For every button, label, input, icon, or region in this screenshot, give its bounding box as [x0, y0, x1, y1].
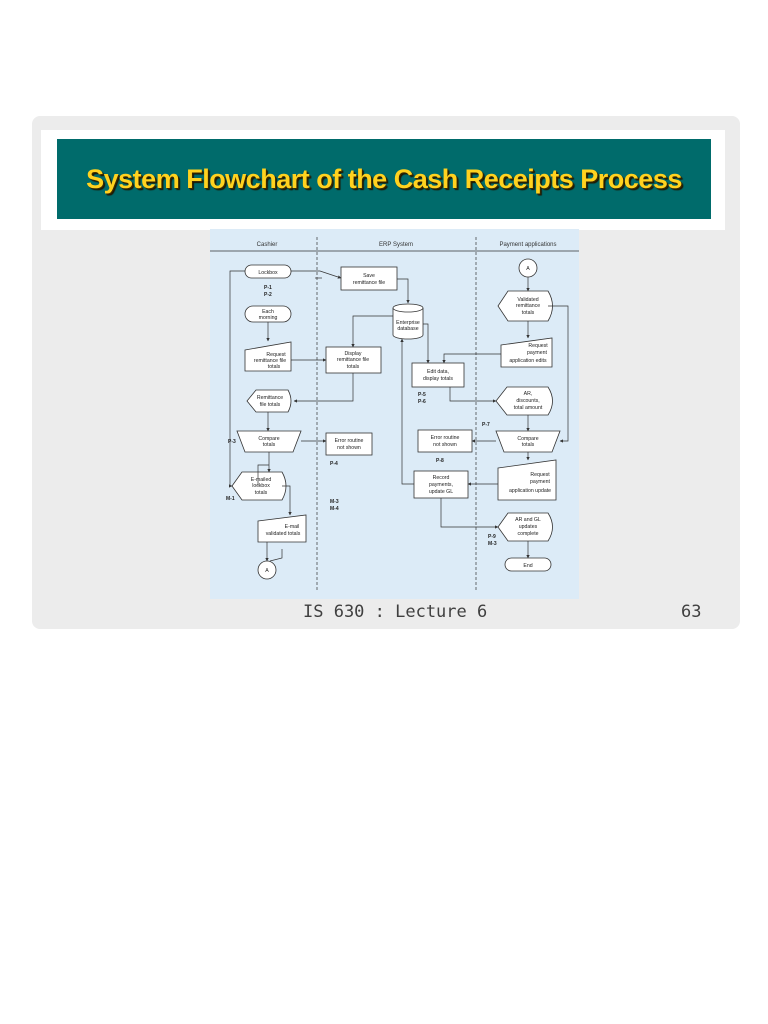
- enterprise-database: Enterprise database: [392, 303, 424, 340]
- compare-totals-left-operation: Compare totals: [236, 430, 302, 453]
- email-validated-totals-manual-input: E-mail validated totals: [257, 514, 307, 543]
- tag-p8: P-8: [436, 458, 444, 464]
- end-terminal: End: [504, 557, 552, 572]
- tag-m3-right: M-3: [488, 541, 497, 547]
- svg-text:remittance: remittance: [516, 303, 540, 309]
- svg-text:Display: Display: [344, 351, 361, 357]
- svg-text:update GL: update GL: [429, 489, 453, 495]
- svg-text:not shown: not shown: [337, 445, 361, 451]
- request-payment-update-manual-input: Request payment application update: [497, 459, 557, 501]
- svg-text:Compare: Compare: [517, 436, 538, 442]
- emailed-lockbox-totals-display: E-mailed lockbox totals: [231, 471, 287, 501]
- record-payments-process: Record payments, update GL: [413, 470, 469, 499]
- svg-text:complete: complete: [517, 531, 538, 537]
- svg-text:E-mailed: E-mailed: [251, 477, 272, 483]
- svg-text:Request: Request: [528, 343, 548, 349]
- svg-text:Compare: Compare: [258, 436, 279, 442]
- svg-text:application update: application update: [509, 488, 551, 494]
- svg-text:payments,: payments,: [429, 482, 453, 488]
- svg-text:remittance file: remittance file: [254, 358, 286, 364]
- svg-text:remittance file: remittance file: [337, 357, 369, 363]
- ar-gl-complete-display: AR and GL updates complete: [497, 512, 553, 542]
- svg-text:Validated: Validated: [517, 297, 538, 303]
- svg-text:Each: Each: [262, 309, 274, 315]
- lane-cashier: Cashier: [257, 242, 278, 248]
- error-routine-right: Error routine not shown: [417, 429, 473, 453]
- svg-text:A: A: [526, 266, 530, 272]
- title-bar: System Flowchart of the Cash Receipts Pr…: [57, 139, 711, 219]
- svg-text:payment: payment: [527, 350, 547, 356]
- svg-text:updates: updates: [519, 524, 538, 530]
- svg-text:application edits: application edits: [509, 358, 547, 364]
- lane-erp-system: ERP System: [379, 242, 413, 248]
- svg-text:database: database: [397, 326, 418, 332]
- svg-text:discounts,: discounts,: [516, 398, 539, 404]
- svg-text:Remittance: Remittance: [257, 395, 283, 401]
- ar-discounts-display: AR, discounts, total amount: [495, 386, 553, 416]
- svg-text:A: A: [265, 568, 269, 574]
- validated-remittance-totals-display: Validated remittance totals: [497, 290, 553, 322]
- footer-course-label: IS 630 : Lecture 6: [303, 602, 488, 622]
- connector-a-right: A: [518, 258, 538, 278]
- svg-text:display totals: display totals: [423, 376, 453, 382]
- svg-text:totals: totals: [522, 310, 535, 316]
- svg-text:total amount: total amount: [514, 405, 543, 411]
- svg-text:file totals: file totals: [260, 402, 281, 408]
- lockbox-label: Lockbox: [258, 270, 278, 276]
- svg-text:Edit data,: Edit data,: [427, 369, 449, 375]
- svg-text:not shown: not shown: [433, 442, 457, 448]
- svg-text:Request: Request: [266, 352, 286, 358]
- tag-p6: P-6: [418, 399, 426, 405]
- svg-text:remittance file: remittance file: [353, 280, 385, 286]
- svg-text:Enterprise: Enterprise: [396, 320, 420, 326]
- request-remittance-manual-input: Request remittance file totals: [244, 341, 292, 372]
- slide-title: System Flowchart of the Cash Receipts Pr…: [86, 163, 682, 194]
- svg-text:End: End: [523, 563, 532, 569]
- error-routine-left: Error routine not shown: [325, 432, 373, 456]
- svg-text:totals: totals: [268, 364, 281, 370]
- svg-text:AR and GL: AR and GL: [515, 517, 541, 523]
- edit-data-process: Edit data, display totals: [411, 362, 465, 388]
- svg-text:validated totals: validated totals: [266, 531, 301, 537]
- connector-a-left: A: [257, 560, 277, 580]
- tag-p7: P-7: [482, 422, 490, 428]
- svg-text:Record: Record: [433, 475, 450, 481]
- tag-p1: P-1: [264, 285, 272, 291]
- tag-m4: M-4: [330, 506, 339, 512]
- svg-text:Save: Save: [363, 273, 375, 279]
- each-morning-terminal: Each morning: [244, 305, 292, 323]
- svg-text:totals: totals: [522, 442, 535, 448]
- tag-p9: P-9: [488, 534, 496, 540]
- flow-lines: [228, 270, 569, 562]
- tag-p5: P-5: [418, 392, 426, 398]
- compare-totals-right-operation: Compare totals: [495, 430, 561, 453]
- svg-text:lockbox: lockbox: [252, 483, 270, 489]
- footer-page-number: 63: [681, 602, 702, 622]
- svg-text:Request: Request: [530, 472, 550, 478]
- request-payment-edits-manual-input: Request payment application edits: [500, 337, 553, 368]
- tag-p3: P-3: [228, 439, 236, 445]
- display-remittance-file-process: Display remittance file totals: [325, 346, 382, 374]
- lane-payment-applications: Payment applications: [499, 242, 556, 248]
- tag-m3-left: M-3: [330, 499, 339, 505]
- svg-text:totals: totals: [263, 442, 276, 448]
- svg-text:morning: morning: [259, 315, 278, 321]
- tag-p4: P-4: [330, 461, 338, 467]
- remittance-file-totals-display: Remittance file totals: [246, 389, 292, 413]
- flowchart-diagram: Cashier ERP System Payment applications …: [210, 229, 579, 599]
- svg-text:E-mail: E-mail: [285, 524, 300, 530]
- svg-text:Error routine: Error routine: [335, 438, 364, 444]
- svg-text:totals: totals: [255, 490, 268, 496]
- tag-p2: P-2: [264, 292, 272, 298]
- lockbox-terminal: Lockbox: [244, 264, 292, 279]
- svg-text:payment: payment: [530, 479, 550, 485]
- save-remittance-file-process: Save remittance file: [340, 266, 398, 291]
- svg-text:Error routine: Error routine: [431, 435, 460, 441]
- svg-text:totals: totals: [347, 364, 360, 370]
- svg-text:AR,: AR,: [524, 391, 533, 397]
- flowchart-svg: Cashier ERP System Payment applications …: [210, 229, 579, 599]
- tag-m1: M-1: [226, 496, 235, 502]
